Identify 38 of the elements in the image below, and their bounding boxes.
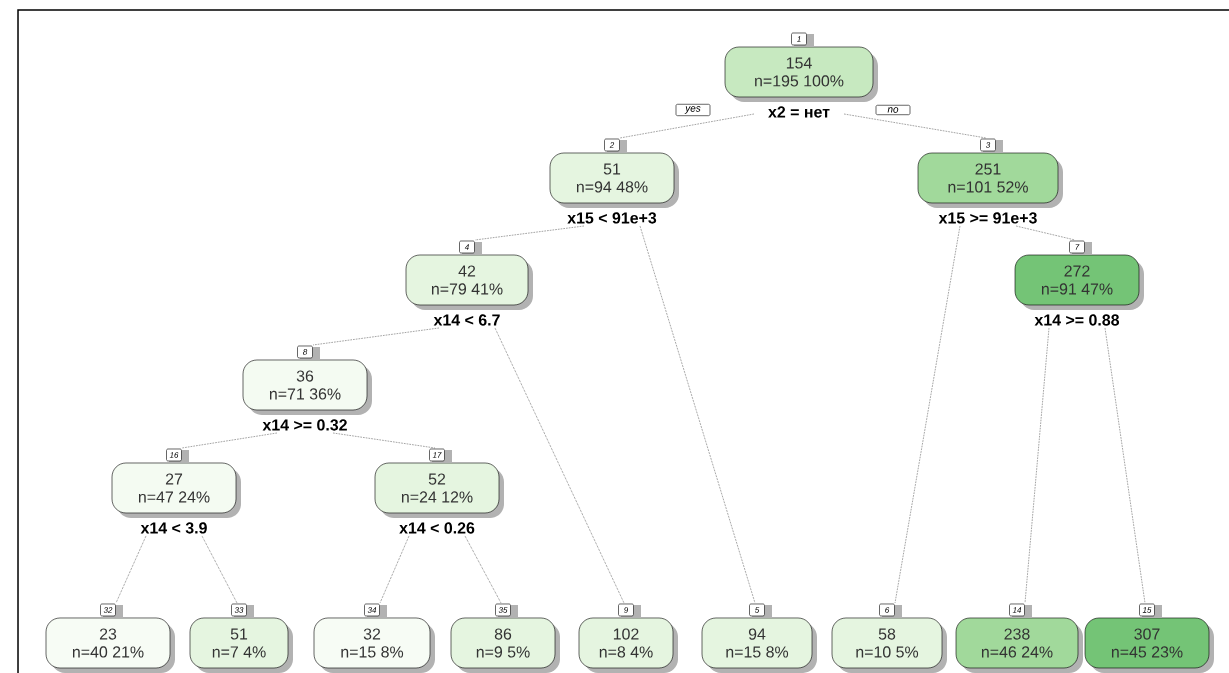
tree-node-box: 86 n=9 5%: [450, 617, 560, 673]
connector-line: [894, 225, 961, 604]
connector-line: [1015, 225, 1076, 241]
connector-line: [639, 225, 756, 604]
edge-label: yes: [675, 103, 711, 116]
split-condition: x14 < 0.26: [399, 522, 475, 534]
split-condition: x14 >= 0.32: [262, 419, 347, 431]
tree-node-box: 58 n=10 5%: [831, 617, 947, 673]
tree-node-box: 52 n=24 12%: [374, 462, 504, 518]
connector-line: [332, 432, 436, 449]
edge-label: no: [875, 104, 911, 115]
tree-node-box: 23 n=40 21%: [45, 617, 175, 673]
tree-node-box: 51 n=94 48%: [549, 152, 679, 208]
connector-line: [1024, 327, 1050, 604]
tree-node-box: 251 n=101 52%: [917, 152, 1063, 208]
tree-node-box: 272 n=91 47%: [1014, 254, 1144, 310]
connector-line: [1104, 327, 1146, 604]
connector-line: [843, 113, 987, 139]
split-condition: x14 < 3.9: [140, 522, 207, 534]
tree-node-box: 42 n=79 41%: [405, 254, 533, 310]
split-condition: x14 >= 0.88: [1034, 314, 1120, 326]
tree-node-box: 238 n=46 24%: [955, 617, 1083, 673]
split-condition: x2 = нет: [768, 106, 830, 118]
tree-node-box: 36 n=71 36%: [242, 359, 372, 415]
tree-node-box: 51 n=7 4%: [189, 617, 293, 673]
split-condition: x15 >= 91e+3: [938, 212, 1037, 224]
tree-node-box: 154 n=195 100%: [724, 46, 878, 102]
split-condition: x15 < 91e+3: [567, 212, 657, 224]
tree-node-box: 32 n=15 8%: [313, 617, 435, 673]
connector-line: [619, 113, 755, 139]
connector-line: [181, 432, 278, 449]
connector-line: [474, 225, 585, 241]
split-condition: x14 < 6.7: [433, 314, 500, 326]
tree-node-box: 102 n=8 4%: [578, 617, 678, 673]
connector-line: [312, 327, 440, 346]
tree-node-box: 307 n=45 23%: [1084, 617, 1214, 673]
tree-node-box: 27 n=47 24%: [111, 462, 241, 518]
tree-node-box: 94 n=15 8%: [701, 617, 817, 673]
